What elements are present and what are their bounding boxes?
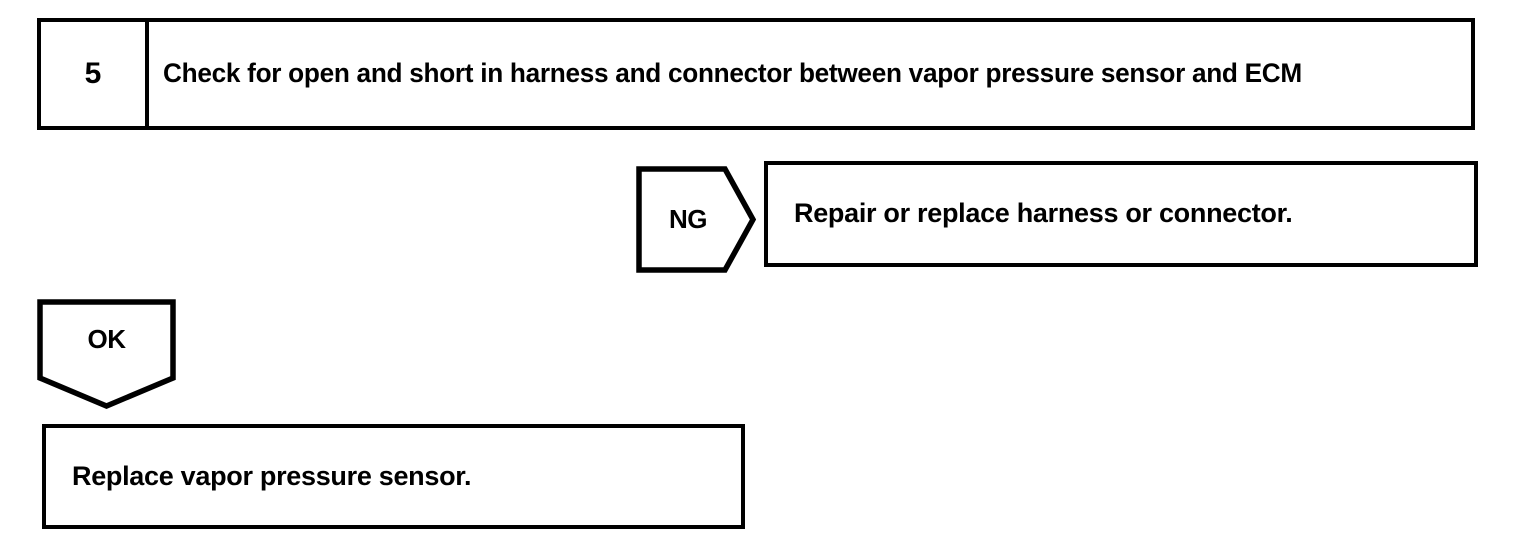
step-number: 5 (84, 57, 102, 90)
step-box: 5 Check for open and short in harness an… (37, 18, 1475, 130)
final-result-box: Replace vapor pressure sensor. (42, 424, 745, 529)
ok-branch-arrow-icon (37, 299, 176, 409)
step-instruction-text: Check for open and short in harness and … (163, 58, 1302, 89)
final-result-text: Replace vapor pressure sensor. (72, 460, 472, 491)
step-instruction-cell: Check for open and short in harness and … (149, 22, 1471, 126)
ng-result-text: Repair or replace harness or connector. (794, 198, 1293, 229)
step-number-cell: 5 (41, 22, 149, 126)
ng-result-box: Repair or replace harness or connector. (764, 161, 1478, 267)
ng-branch-arrow-icon (636, 166, 756, 273)
